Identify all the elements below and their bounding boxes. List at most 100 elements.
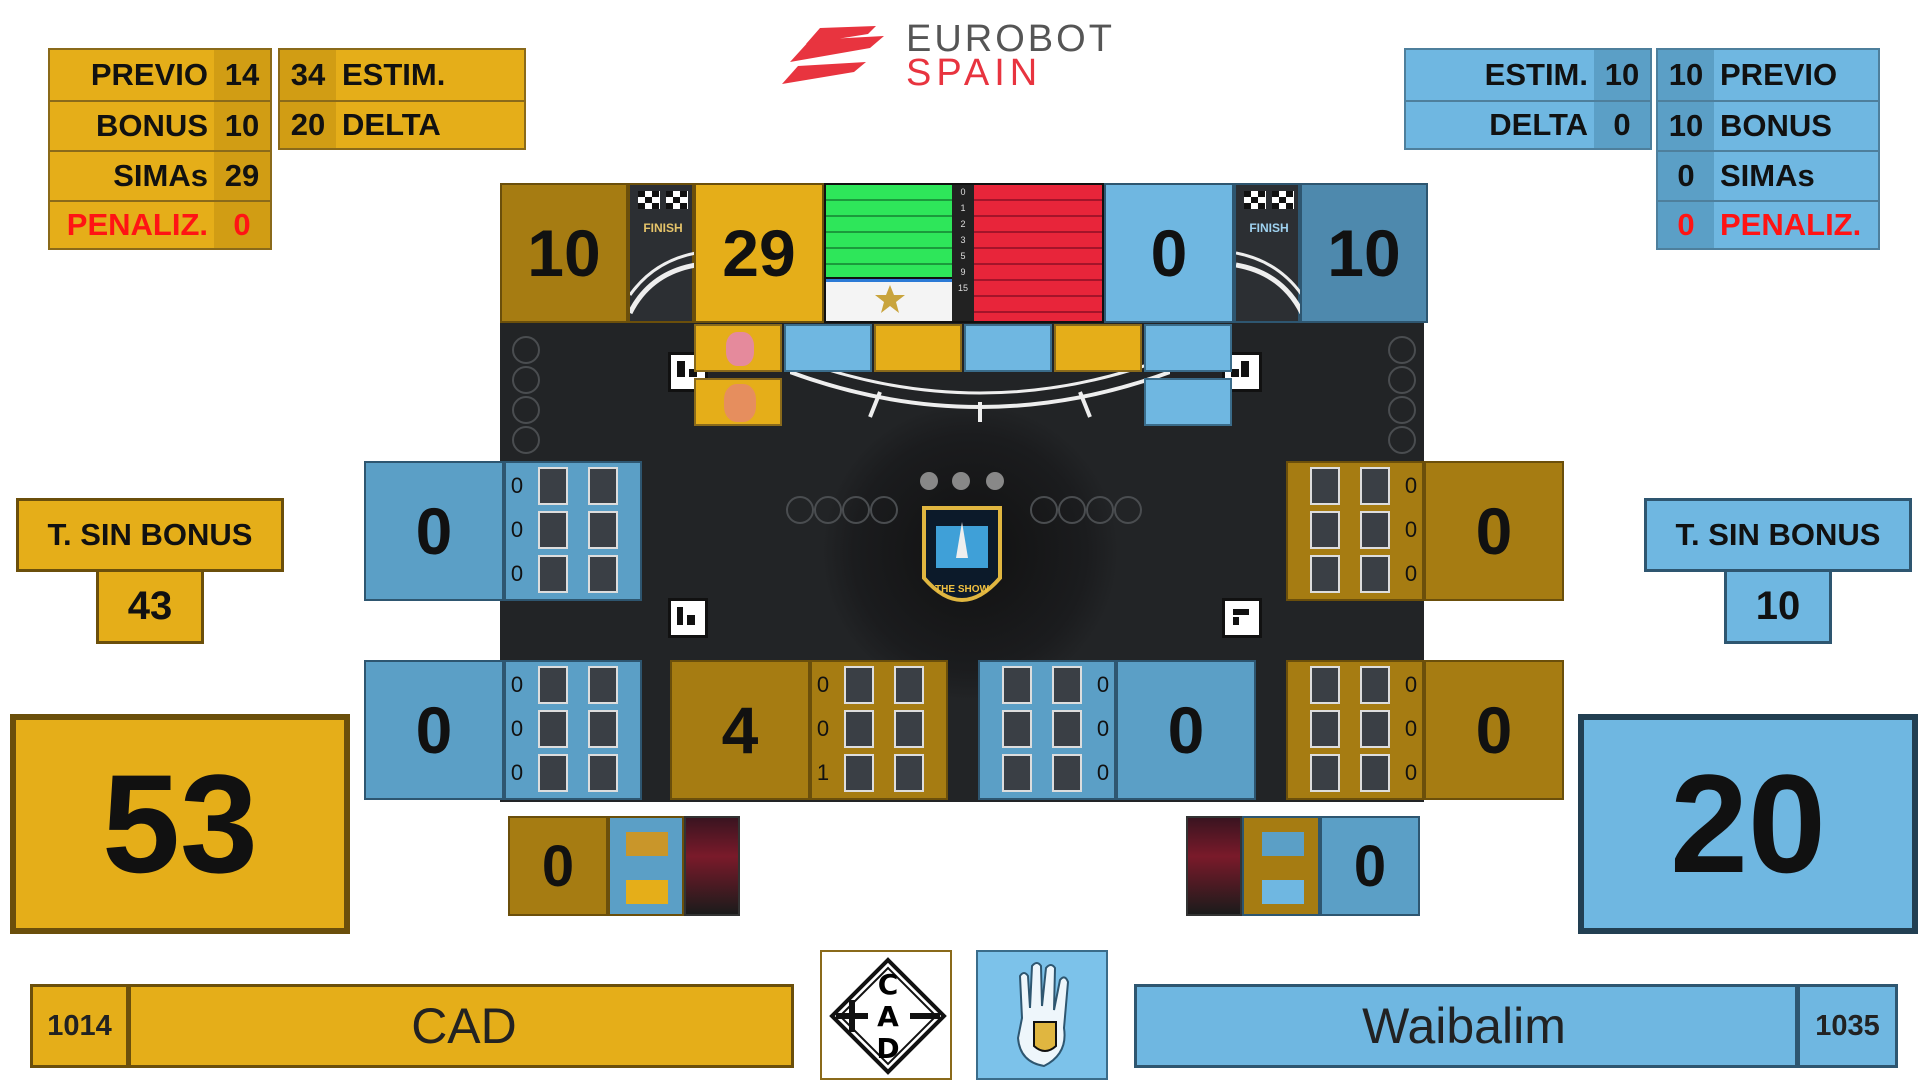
can-stack-icon: [844, 666, 874, 704]
stat-simas-value: 0: [1658, 150, 1714, 200]
can-stack-icon: [538, 555, 568, 593]
zone-score: 0: [1116, 660, 1256, 800]
can-stack-icon: [1002, 666, 1032, 704]
blue-finish-tile: FINISH: [1234, 183, 1302, 323]
can-stack-icon: [1310, 666, 1340, 704]
banner-slot: [1262, 832, 1304, 856]
stat-estim-label: ESTIM.: [1406, 50, 1594, 100]
ramp-arc-icon: [790, 362, 1170, 422]
pami-robot-icon: [726, 332, 754, 366]
hand-logo-icon: [1016, 962, 1070, 1068]
eurobot-logo: EUROBOT SPAIN: [780, 18, 1160, 94]
stack-count: 0: [816, 716, 830, 741]
yellow-finish-tile: FINISH: [628, 183, 696, 323]
checkered-flag-icon: [638, 191, 688, 209]
stat-penaliz-label: PENALIZ.: [50, 200, 214, 248]
can-stack-icon: [1310, 511, 1340, 549]
pami-robot-icon: [724, 384, 756, 422]
can-stack-icon: [844, 710, 874, 748]
yellow-total-score: 53: [10, 714, 350, 934]
stat-penaliz-label: PENALIZ.: [1714, 200, 1878, 248]
blue-team-name: Waibalim: [1362, 998, 1566, 1054]
shield-logo-icon: [922, 506, 1002, 602]
blue-total-score: 20: [1578, 714, 1918, 934]
stack-count: 0: [1404, 760, 1418, 785]
stack-count: 0: [1096, 716, 1110, 741]
small-badge-icon: [986, 472, 1004, 490]
can-stack-icon: [538, 710, 568, 748]
cad-team-logo: C A D: [820, 950, 952, 1080]
stat-penaliz-value: 0: [1658, 200, 1714, 248]
stat-delta-label: DELTA: [336, 100, 524, 148]
zone-score: 0: [1424, 461, 1564, 601]
meter-scale: 0 1 2 3 5 9 15: [952, 185, 974, 321]
stat-previo-value: 14: [214, 50, 270, 100]
yellow-stats-right: 34 ESTIM. 20 DELTA: [278, 48, 526, 150]
score-meter: 0 1 2 3 5 9 15: [824, 183, 1104, 323]
finish-label: FINISH: [1249, 221, 1289, 235]
zone-score: 4: [670, 660, 810, 800]
blue-stats-left: ESTIM. 10 DELTA 0: [1404, 48, 1652, 150]
stat-bonus-value: 10: [214, 100, 270, 150]
stat-bonus-label: BONUS: [50, 100, 214, 150]
zone-stack-panel: 0 0 0: [1286, 660, 1424, 800]
small-badge-icon: [920, 472, 938, 490]
stat-simas-label: SIMAs: [1714, 150, 1878, 200]
zone-score: 0: [364, 660, 504, 800]
stat-estim-label: ESTIM.: [336, 50, 524, 100]
meter-tick: 15: [957, 283, 968, 293]
stack-count: 0: [1404, 517, 1418, 542]
can-stack-icon: [1002, 710, 1032, 748]
can-stack-icon: [588, 710, 618, 748]
stat-bonus-value: 10: [1658, 100, 1714, 150]
stat-bonus-label: BONUS: [1714, 100, 1878, 150]
can-stack-icon: [1360, 710, 1390, 748]
meter-tick: 5: [960, 251, 966, 261]
field-tile-blue: [1144, 324, 1232, 372]
svg-text:A: A: [877, 1000, 899, 1033]
field-tile-blue: [964, 324, 1052, 372]
can-stack-icon: [1360, 754, 1390, 792]
waibalim-team-logo: [976, 950, 1108, 1080]
can-stack-icon: [538, 467, 568, 505]
banner-poster-icon: [684, 816, 740, 916]
field-tile-blue: [784, 324, 872, 372]
can-stack-icon: [894, 754, 924, 792]
can-stack-icon: [894, 710, 924, 748]
can-stack-icon: [538, 754, 568, 792]
can-stack-icon: [1052, 710, 1082, 748]
can-stack-icon: [1360, 511, 1390, 549]
blue-stats-right: 10 PREVIO 10 BONUS 0 SIMAs 0 PENALIZ.: [1656, 48, 1880, 250]
stat-previo-value: 10: [1658, 50, 1714, 100]
stack-count: 0: [510, 672, 524, 697]
can-stack-icon: [1310, 555, 1340, 593]
stat-delta-label: DELTA: [1406, 100, 1594, 148]
can-stack-icon: [588, 666, 618, 704]
blue-banner-slots: [1242, 816, 1320, 916]
can-stack-icon: [1360, 467, 1390, 505]
svg-text:D: D: [876, 1032, 899, 1065]
meter-tick: 0: [960, 187, 966, 197]
pami-yellow-tile: [694, 324, 782, 372]
can-stack-icon: [1360, 555, 1390, 593]
stat-penaliz-value: 0: [214, 200, 270, 248]
yellow-team-bar: 1014 CAD: [30, 984, 794, 1068]
meter-tick: 1: [960, 203, 966, 213]
yellow-team-id: 1014: [33, 987, 131, 1065]
track-curve-icon: [1236, 251, 1302, 315]
stack-count: 0: [510, 760, 524, 785]
cad-logo-icon: C A D: [829, 957, 947, 1075]
stat-delta-value: 20: [280, 100, 336, 148]
can-stack-icon: [894, 666, 924, 704]
stack-count: 0: [1404, 473, 1418, 498]
zone-stack-panel: 0 0 1: [810, 660, 948, 800]
stack-count: 0: [510, 473, 524, 498]
stack-count: 0: [510, 517, 524, 542]
stat-estim-value: 10: [1594, 50, 1650, 100]
stat-simas-label: SIMAs: [50, 150, 214, 200]
blue-team-id: 1035: [1795, 987, 1895, 1065]
stack-count: 0: [510, 561, 524, 586]
can-stack-icon: [588, 754, 618, 792]
small-badge-icon: [952, 472, 970, 490]
yellow-banner-score: 0: [508, 816, 608, 916]
